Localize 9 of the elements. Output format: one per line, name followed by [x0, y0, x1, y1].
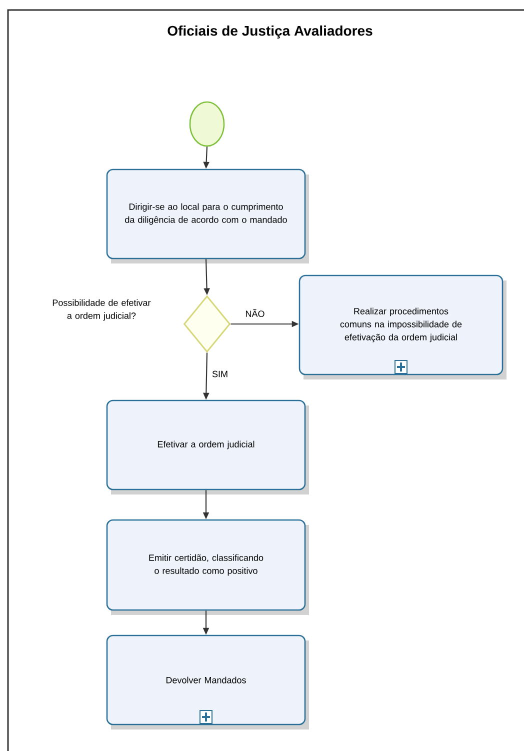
- task-box: Emitir certidão, classificando o resultado como positivo: [106, 519, 309, 615]
- task-box: Efetivar a ordem judicial: [106, 400, 309, 494]
- task-box: Devolver Mandados: [106, 634, 309, 730]
- edge-label: NÃO: [244, 308, 266, 318]
- question-text: Possibilidade de efetivar a ordem judicial?: [52, 299, 151, 321]
- start-event: [189, 101, 225, 147]
- title: Oficiais de Justiça Avaliadores: [168, 25, 372, 39]
- task-box: Dirigir-se ao local para o cumprimento da diligência de acordo com o mandado: [106, 168, 309, 264]
- task-box: Realizar procedimentos comuns na impossibilidade de efetivação da ordem judicial: [298, 274, 506, 380]
